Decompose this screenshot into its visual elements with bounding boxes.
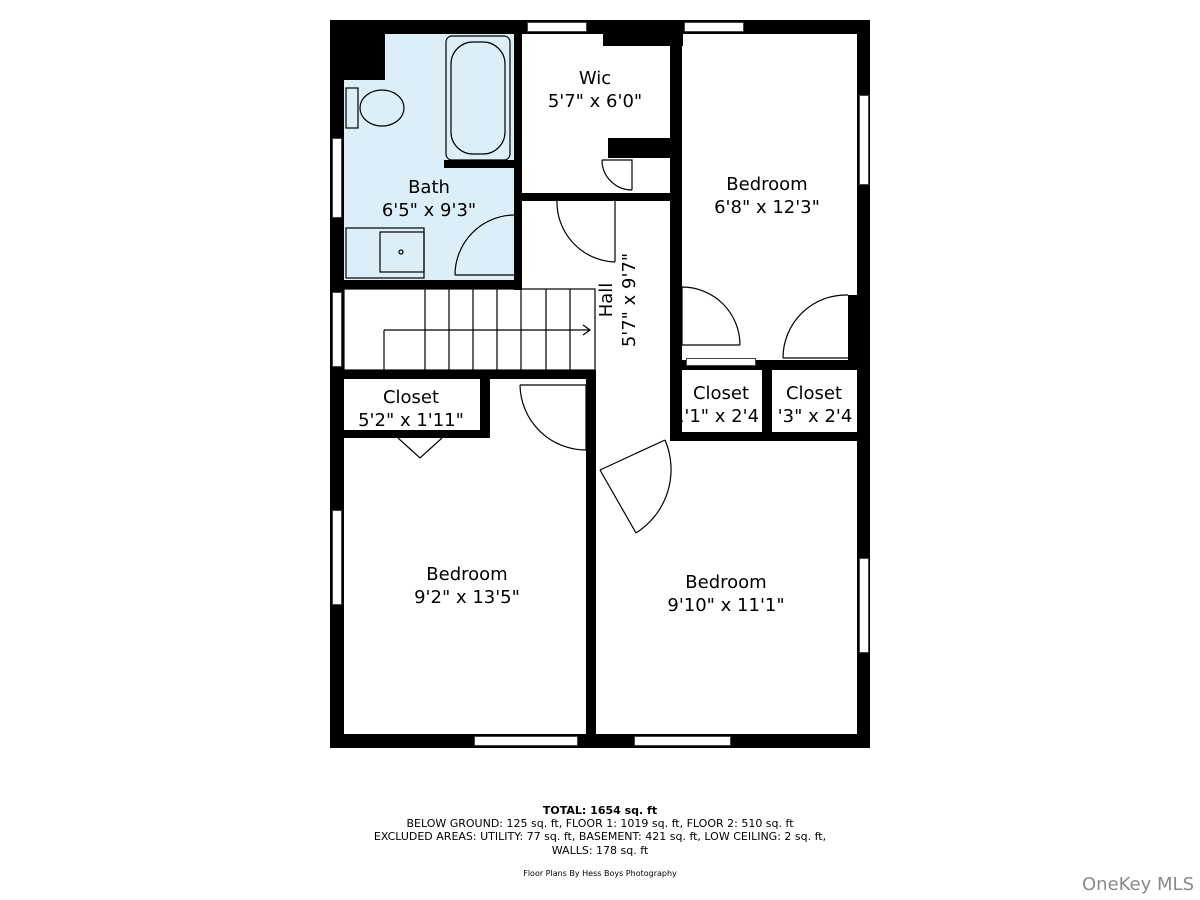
closet-opening (686, 358, 756, 366)
window (859, 95, 869, 185)
wall-stair-bottom (330, 370, 596, 379)
room-name-closet-mid: Closet (692, 383, 750, 404)
room-dims-bedroom-top-right: 6'8" x 12'3" (714, 197, 820, 218)
room-dims-wic: 5'7" x 6'0" (547, 91, 643, 112)
wall-bath-right (514, 20, 522, 290)
door-bath (454, 214, 516, 276)
wall-closet-left-right (480, 370, 490, 438)
summary-total: TOTAL: 1654 sq. ft (542, 804, 658, 817)
wall-bedroom-right-stub (848, 295, 858, 365)
room-dims-closet-right: '3" x 2'4 (777, 406, 853, 427)
wall-corner-block (330, 20, 385, 80)
room-dims-hall: 5'7" x 9'7" (619, 252, 640, 348)
room-label-hall: Hall 5'7" x 9'7" (595, 253, 641, 347)
room-name-bedroom-bottom-right: Bedroom (685, 572, 767, 593)
window (527, 22, 587, 32)
door-hall-top (556, 199, 616, 263)
credit: Floor Plans By Hess Boys Photography (523, 869, 677, 878)
window (859, 558, 869, 653)
room-dims-closet-mid: 1'1" x 2'4 (672, 406, 760, 427)
room-dims-bedroom-bottom-left: 9'2" x 13'5" (414, 587, 520, 608)
wall-bath-bottom (330, 280, 522, 289)
door-closet-bedroom (782, 294, 849, 359)
door-wic-nook (601, 159, 633, 191)
wall-wic-right (670, 20, 682, 440)
wall-tub (444, 160, 514, 168)
summary-line-3: WALLS: 178 sq. ft (551, 844, 649, 857)
summary-line-1: BELOW GROUND: 125 sq. ft, FLOOR 1: 1019 … (406, 817, 794, 830)
room-name-closet-left: Closet (382, 387, 440, 408)
wall-closet-left-bottom (344, 430, 490, 438)
room-name-bath: Bath (408, 177, 450, 198)
toilet (345, 87, 359, 129)
window (684, 22, 744, 32)
room-name-wic: Wic (578, 68, 612, 89)
closet-left-door (397, 437, 443, 459)
room-dims-bath: 6'5" x 9'3" (381, 200, 477, 221)
window (332, 292, 342, 367)
window (474, 736, 578, 746)
wall-wic-top-right (603, 20, 683, 46)
sink (345, 227, 425, 279)
watermark: OneKey MLS (1082, 874, 1194, 895)
stairs (343, 288, 596, 371)
wall-wic-bottom (522, 193, 670, 201)
wall-wic-nook (608, 138, 670, 158)
wall-bedrooms-divider (586, 370, 596, 748)
summary-line-2: EXCLUDED AREAS: UTILITY: 77 sq. ft, BASE… (373, 830, 827, 843)
window (634, 736, 731, 746)
room-dims-bedroom-bottom-right: 9'10" x 11'1" (667, 595, 785, 616)
wall-bottom (330, 734, 870, 748)
window (332, 510, 342, 605)
door-bedroom-bottom-left (519, 384, 587, 451)
room-dims-closet-left: 5'2" x 1'11" (358, 410, 464, 431)
room-name-bedroom-bottom-left: Bedroom (426, 564, 508, 585)
door-bedroom-bottom-right (599, 439, 672, 534)
bathtub (445, 35, 511, 161)
room-name-bedroom-top-right: Bedroom (726, 174, 808, 195)
room-name-hall: Hall (596, 282, 617, 318)
door-bedroom-top-right (681, 286, 741, 346)
window (332, 138, 342, 218)
room-name-closet-right: Closet (785, 383, 843, 404)
wall-closets-divider (762, 360, 772, 440)
